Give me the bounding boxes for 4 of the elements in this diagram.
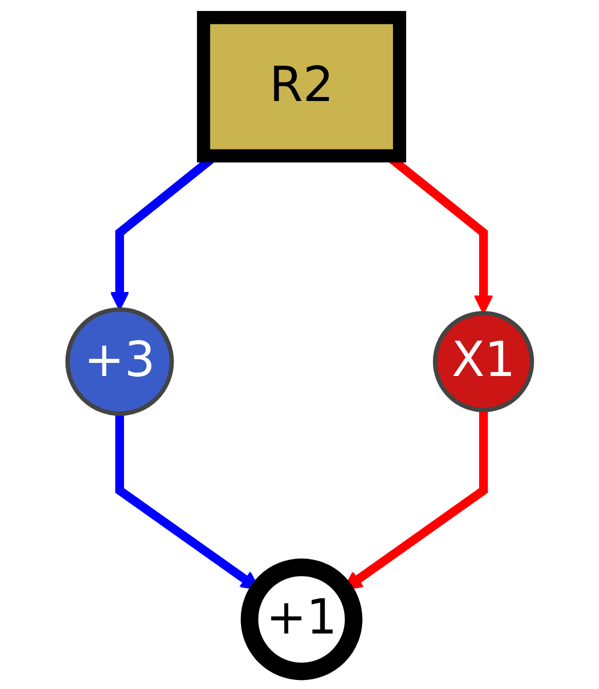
node-circle: +1 bbox=[240, 558, 362, 680]
node-circle: +3 bbox=[65, 307, 174, 416]
node-box: R2 bbox=[196, 10, 406, 162]
node-circle: X1 bbox=[432, 311, 534, 412]
